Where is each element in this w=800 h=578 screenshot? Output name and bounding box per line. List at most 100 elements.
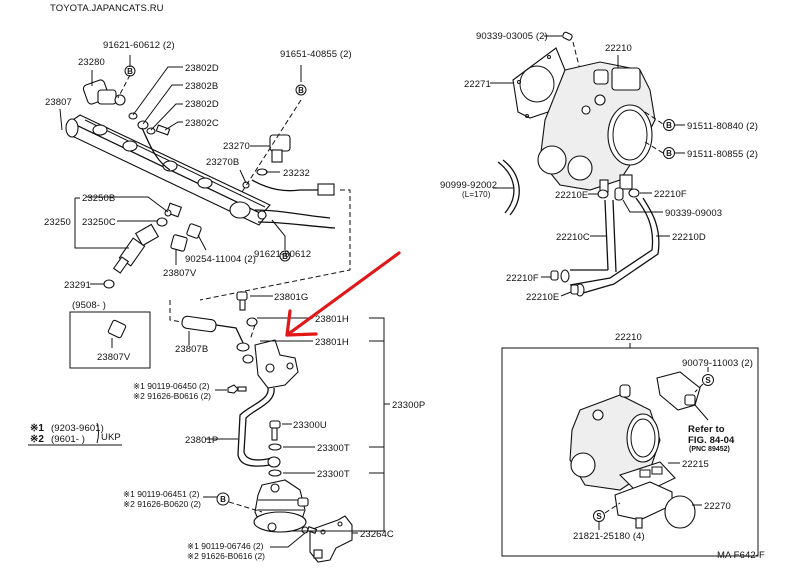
svg-text:B: B [282,252,288,261]
part-label[interactable]: 23801H [315,314,349,325]
box-title[interactable]: 22210 [615,332,642,343]
hose-connector [317,183,335,196]
part-label[interactable]: 91621-60612 [254,249,311,260]
part-label[interactable]: 22210D [672,232,706,243]
part-label[interactable]: 22210 [605,43,632,54]
gasket-23801H-b[interactable] [242,354,254,364]
leader-dashed [228,501,263,513]
part-label[interactable]: 91511-80855 (2) [687,149,758,160]
fitting-bracket[interactable] [254,339,299,389]
clamp-22210F[interactable] [628,188,640,198]
o-ring-23802B[interactable] [137,120,149,130]
hose-23807B[interactable] [181,315,250,352]
part-label[interactable]: 23300U [293,420,327,431]
hose-90999-92002[interactable] [497,161,515,214]
part-label[interactable]: 22210F [654,189,687,200]
part-label[interactable]: 23801H [315,337,349,348]
part-label[interactable]: 23300T [317,443,350,454]
part-label[interactable]: 23300P [392,400,425,411]
damper-label-1[interactable]: ※1 90119-06451 (2) [123,489,200,499]
clamp-22210E[interactable] [597,189,609,199]
bolt-90119-06746[interactable] [301,526,318,534]
part-label[interactable]: 23250B [82,193,115,204]
bolt-label-2[interactable]: ※2 91626-B0616 (2) [133,391,211,401]
part-label[interactable]: 23264C [360,529,394,540]
part-label[interactable]: 23291 [64,280,91,291]
throttle-position-sensor[interactable] [656,371,701,411]
part-label[interactable]: 22210E [526,292,559,303]
hose-22210C[interactable] [604,199,609,271]
insulator-23291[interactable] [103,279,115,289]
throttle-base-22270[interactable] [614,481,696,529]
bolt-23802C[interactable] [155,124,171,136]
injector-23250[interactable] [112,223,160,274]
damper-label-2[interactable]: ※2 91626-B0620 (2) [123,499,201,509]
part-label[interactable]: 23270B [206,157,239,168]
part-label[interactable]: 23250 [44,217,71,228]
figure-code: MA F642-F [717,550,765,561]
part-label[interactable]: 23802B [185,81,218,92]
bolt-label-1[interactable]: ※1 90119-06450 (2) [133,381,210,391]
part-label[interactable]: 23807V [163,268,197,279]
part-label[interactable]: 90254-11004 (2) [185,254,256,265]
insulator-23807V[interactable] [170,234,188,252]
bracket-bolt-label-1[interactable]: ※1 90119-06746 (2) [187,541,264,551]
screw-marker-s: S [593,510,605,522]
part-label[interactable]: 23270 [223,141,250,152]
gasket-23801H[interactable] [246,317,258,327]
union-bolt-23801G[interactable] [236,291,248,311]
union-bolt-23300U[interactable] [269,420,281,441]
part-label[interactable]: 91651-40855 (2) [280,49,352,60]
part-label[interactable]: 22215 [682,459,709,470]
part-label[interactable]: 23801P [185,435,218,446]
plug-90339-09003[interactable] [614,187,624,201]
part-label[interactable]: 22271 [464,79,491,90]
part-label[interactable]: 23807 [45,97,72,108]
gasket-23300T-b[interactable] [268,469,282,477]
part-label[interactable]: 90079-11003 (2) [682,358,753,369]
bracket-bolt-label-2[interactable]: ※2 91626-B0616 (2) [187,551,265,561]
reference-link[interactable]: FIG. 84-04 [688,435,735,446]
part-label[interactable]: 23807B [175,344,208,355]
pulsation-regulator-23270[interactable] [269,134,291,163]
grommet-23250B[interactable] [164,209,172,217]
bolt-90119-06450[interactable] [227,384,247,394]
part-label[interactable]: 21821-25180 (4) [573,531,645,542]
part-label[interactable]: 23232 [283,168,310,179]
clamp-22210F-b[interactable] [550,270,559,281]
fuel-pipe-23801P[interactable] [237,387,271,467]
part-label[interactable]: 90999-92002 [440,180,497,191]
bracket-23264C[interactable] [309,515,353,563]
part-label[interactable]: 22210E [555,190,588,201]
gasket-23300T[interactable] [268,443,282,451]
part-label[interactable]: 23250C [82,217,116,228]
insulator-90254-11004[interactable] [186,223,202,239]
part-label[interactable]: 23802D [185,63,219,74]
o-ring-23802D[interactable] [128,112,138,120]
part-label[interactable]: 90339-09003 [665,208,722,219]
part-label[interactable]: 90339-03005 (2) [476,31,548,42]
o-ring-23250C[interactable] [156,217,168,227]
part-label[interactable]: 22270 [704,501,731,512]
part-label[interactable]: 22210F [506,273,539,284]
pulsation-damper-23300P[interactable] [253,479,309,533]
part-label[interactable]: 91511-80840 (2) [687,121,758,132]
part-label[interactable]: 91621-60612 (2) [103,40,175,51]
insulator-23807V-inset[interactable] [107,319,127,339]
part-label[interactable]: 22210C [556,232,590,243]
part-label[interactable]: 23802D [185,99,219,110]
part-label[interactable]: 23802C [185,118,219,129]
o-ring-23232[interactable] [256,168,268,176]
part-label[interactable]: 23300T [317,469,350,480]
part-label[interactable]: 23280 [78,57,105,68]
part-label[interactable]: 23807V [97,352,131,363]
o-ring-23802D-b[interactable] [146,127,156,135]
throttle-body-22210[interactable] [537,61,656,193]
hose-22210D[interactable] [569,197,654,286]
clamp-22210E-b[interactable] [570,284,579,295]
fuel-delivery-pipe[interactable] [65,114,271,226]
part-label[interactable]: 23801G [274,292,308,303]
pressure-regulator-23280[interactable] [82,79,126,106]
pin-90339-03005[interactable] [562,31,573,41]
